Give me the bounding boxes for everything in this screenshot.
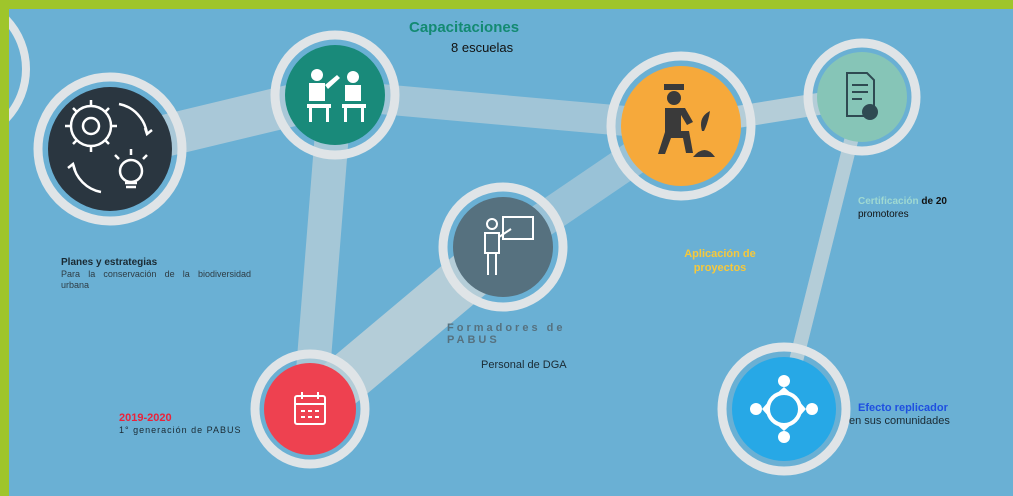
node-capacitaciones-ring [270,30,400,160]
certificacion-label: Certificación de 20 promotores [858,195,947,221]
generacion-year: 2019-2020 [119,412,172,424]
node-capacitaciones [270,30,400,160]
node-certificacion-disc [817,52,907,142]
planes-title: Planes y estrategias [61,257,158,268]
node-certificacion [803,38,921,156]
certificacion-de: de [921,196,934,207]
node-formadores [438,182,568,312]
certificacion-highlight: Certificación [858,196,919,207]
node-generacion-disc [264,363,356,455]
node-aplicacion-ring [606,51,756,201]
diagram-canvas [9,16,921,476]
classroom-students-icon [307,69,366,122]
planes-desc: Para la conservación de la biodiversidad… [61,269,251,290]
header-title: Capacitaciones [409,19,520,36]
efecto-desc: en sus comunidades [849,415,950,427]
node-planes [33,72,187,226]
node-aplicacion [606,51,756,201]
calendar-icon [294,392,326,425]
certificacion-count: 20 [935,196,947,207]
worker-planting-icon [658,84,715,157]
node-efecto [717,342,851,476]
node-planes-disc [48,87,172,211]
certificate-document-icon [846,72,878,120]
diagram-panel: Capacitaciones 8 escuelas Planes y estra… [9,9,1013,496]
node-efecto-ring [717,342,851,476]
community-network-icon [750,375,818,443]
formadores-title: Formadores de PABUS [447,322,566,346]
node-formadores-ring [438,182,568,312]
node-formadores-disc [453,197,553,297]
node-planes-ring [33,72,187,226]
presenter-board-icon [484,216,534,275]
node-capacitaciones-disc [285,45,385,145]
node-generacion [250,349,370,469]
generacion-desc: 1° generación de PABUS [119,425,242,435]
aplicacion-title: Aplicación de proyectos [684,248,756,274]
formadores-desc: Personal de DGA [481,359,567,371]
efecto-title: Efecto replicador [858,402,948,414]
header-subtitle: 8 escuelas [451,40,514,55]
decorative-circle-left [9,16,30,122]
certificacion-promotores: promotores [858,209,909,220]
gears-lightbulb-cycle-icon [65,100,153,194]
node-generacion-ring [250,349,370,469]
node-certificacion-ring [803,38,921,156]
node-efecto-disc [732,357,836,461]
